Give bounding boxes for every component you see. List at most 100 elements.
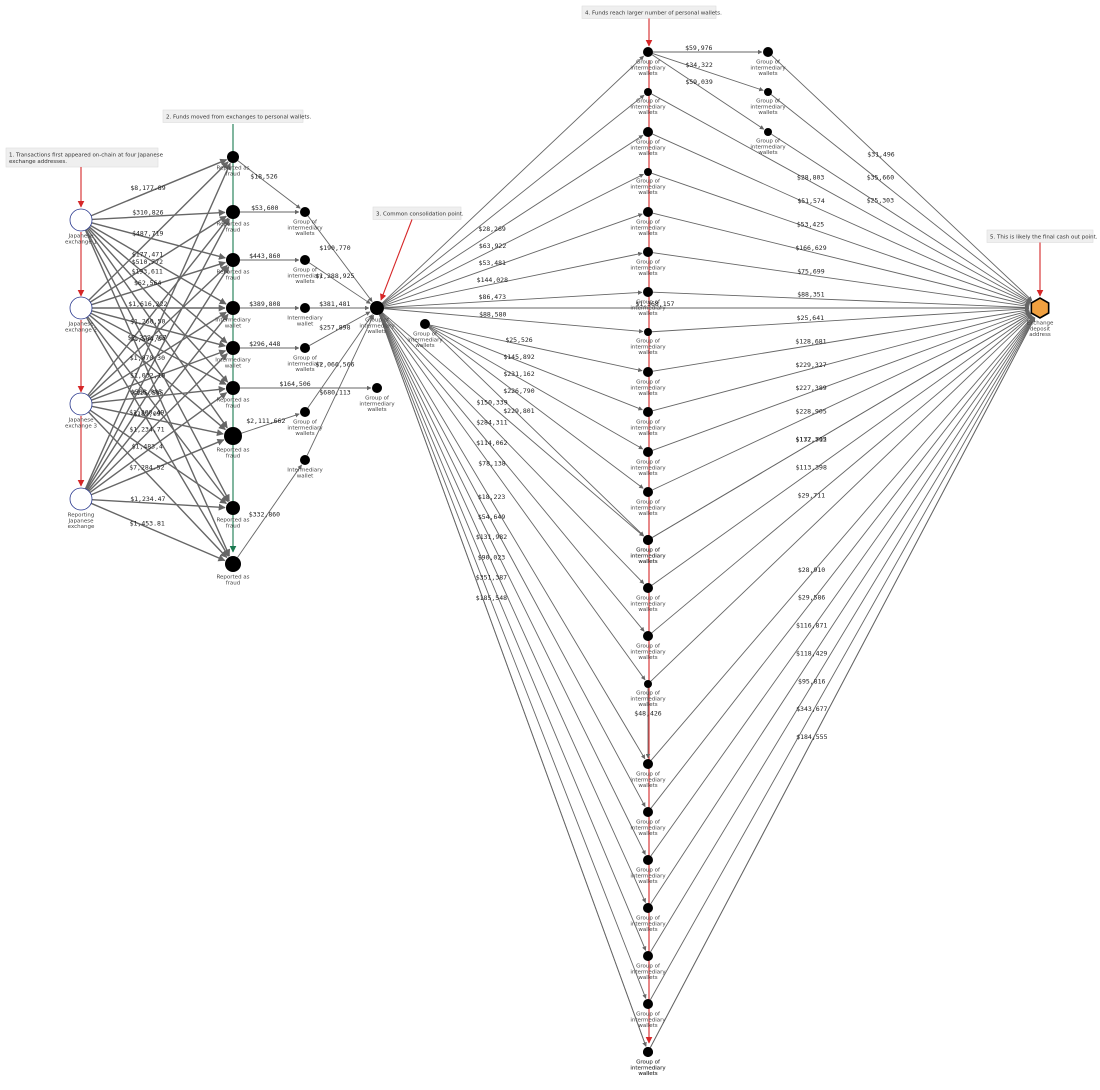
node-label: intermediary bbox=[630, 873, 666, 879]
node-label: Group of bbox=[756, 99, 781, 105]
node-label: wallets bbox=[638, 311, 657, 317]
edge-rje-to-f6 bbox=[91, 498, 226, 511]
edge-je1-to-f1 bbox=[90, 158, 228, 217]
wallet-node-icon bbox=[226, 501, 240, 515]
edge-rje-to-iw1 bbox=[87, 313, 229, 491]
edge-je2-to-iw2 bbox=[91, 310, 226, 348]
wallet-node-icon bbox=[643, 807, 653, 817]
annotation-a3: 3. Common consolidation point. bbox=[372, 206, 464, 301]
wallet-node-icon bbox=[643, 631, 653, 641]
node-label: fraud bbox=[226, 227, 241, 233]
node-label: intermediary bbox=[407, 337, 443, 343]
node-label: Group of bbox=[636, 691, 661, 697]
wallet-node-icon bbox=[300, 207, 310, 217]
node-label: wallets bbox=[638, 231, 657, 237]
edge-je3-to-f2 bbox=[87, 217, 229, 396]
edge-je3-to-f3 bbox=[88, 264, 228, 397]
node-label: wallets bbox=[758, 150, 777, 156]
node-label: Reported as bbox=[216, 166, 249, 172]
amount-label: $63,922 bbox=[479, 242, 506, 250]
node-label: Group of bbox=[636, 644, 661, 650]
node-label: Group of bbox=[636, 596, 661, 602]
edge-hub-to-c22 bbox=[379, 314, 647, 951]
node-label: address bbox=[1029, 332, 1051, 338]
amount-label: $75,699 bbox=[797, 267, 824, 275]
amount-label: $95,816 bbox=[798, 677, 825, 685]
node-label: wallets bbox=[638, 607, 657, 613]
edge-ghub-to-c12 bbox=[428, 326, 644, 489]
edge-ghub-to-c13 bbox=[428, 327, 645, 537]
wallet-node-icon bbox=[643, 759, 653, 769]
amount-label: $118,429 bbox=[796, 649, 827, 657]
edge-je2-to-f2 bbox=[89, 215, 227, 303]
amount-label: $164,506 bbox=[279, 380, 310, 388]
node-label: wallets bbox=[638, 431, 657, 437]
node-label: fraud bbox=[226, 580, 241, 586]
amount-label: $28,910 bbox=[798, 566, 825, 574]
wallet-node-icon bbox=[643, 999, 653, 1009]
edge-je1-to-f2 bbox=[91, 209, 226, 221]
node-label: wallets bbox=[638, 655, 657, 661]
wallet-node-icon bbox=[643, 247, 653, 257]
amount-label: $25,526 bbox=[505, 336, 532, 344]
node-label: wallets bbox=[638, 471, 657, 477]
edge-iw4-to-hub bbox=[306, 314, 374, 456]
node-label: Intermediary bbox=[287, 316, 323, 322]
annotation-a1: 1. Transactions first appeared on-chain … bbox=[5, 147, 164, 208]
deposit-hexagon-icon bbox=[1030, 297, 1050, 319]
wallet-node-icon bbox=[643, 367, 653, 377]
wallet-node-icon bbox=[226, 341, 240, 355]
edge-rje-to-f4 bbox=[89, 392, 228, 494]
edge-c16-to-dep bbox=[651, 314, 1032, 634]
